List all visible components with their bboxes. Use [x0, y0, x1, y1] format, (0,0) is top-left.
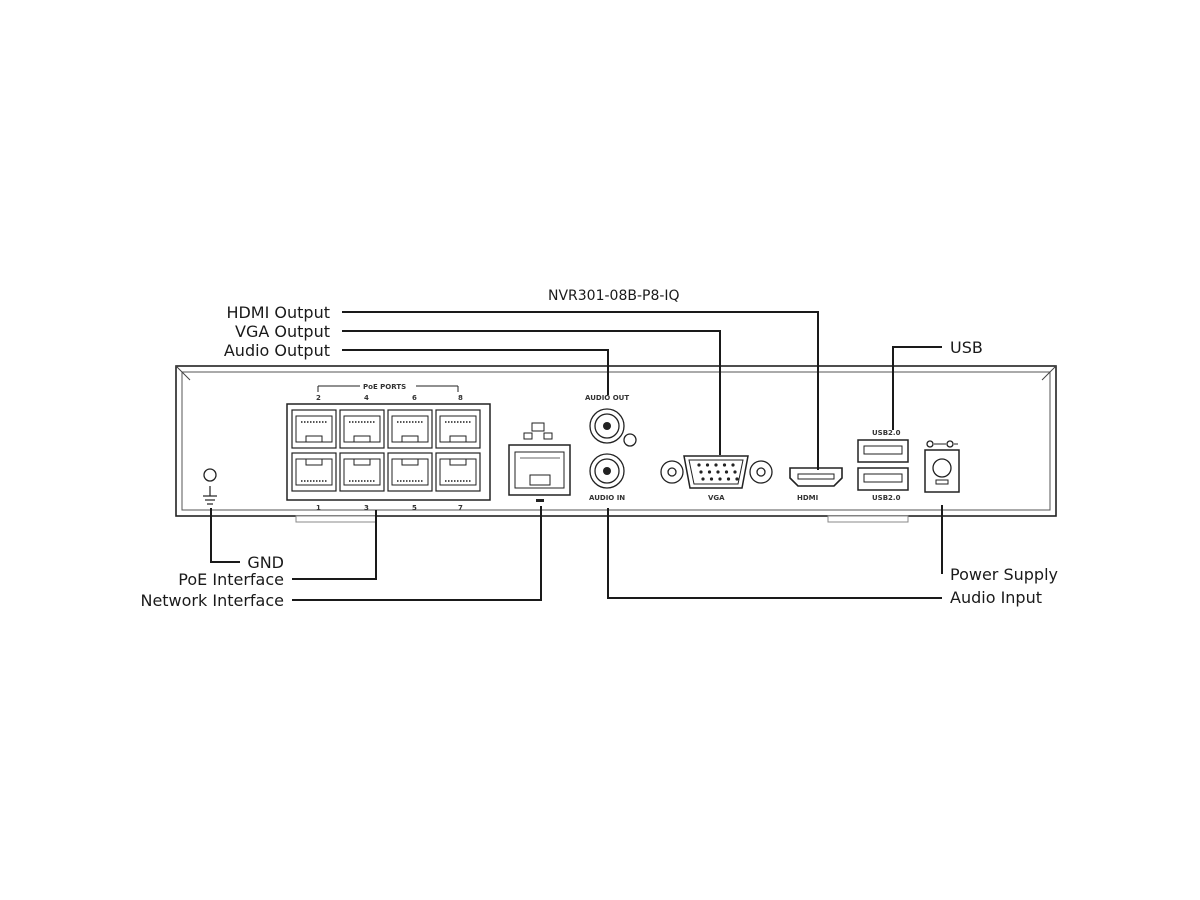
usb-bottom-label: USB2.0 — [872, 494, 901, 502]
network-port — [508, 422, 571, 502]
poe-port-number-7: 7 — [458, 504, 463, 512]
vga-pin — [735, 477, 739, 481]
vga-pin — [716, 470, 720, 474]
poe-port-jack — [291, 452, 337, 492]
poe-port-number-5: 5 — [412, 504, 417, 512]
audio-in-label: AUDIO IN — [589, 494, 625, 502]
callout-usb: USB — [950, 338, 983, 357]
poe-port-number-1: 1 — [316, 504, 321, 512]
callout-audio-output: Audio Output — [224, 341, 330, 360]
poe-port-jack — [435, 409, 481, 449]
vga-pin — [709, 477, 714, 481]
vga-connector: VGA — [660, 455, 773, 502]
poe-port-jack — [339, 452, 385, 492]
vga-pin — [714, 463, 718, 467]
poe-ports-label: PoE PORTS — [363, 383, 406, 391]
vga-pin — [699, 470, 703, 474]
callout-network-interface: Network Interface — [140, 591, 284, 610]
vga-pin — [701, 477, 705, 481]
poe-port-number-6: 6 — [412, 394, 417, 402]
poe-port-jack — [387, 409, 433, 449]
power-jack — [924, 440, 960, 493]
audio-out-label: AUDIO OUT — [585, 394, 629, 402]
vga-pin — [726, 477, 731, 481]
vga-pin — [707, 470, 712, 474]
vga-pin — [722, 463, 727, 467]
callout-leader-lines — [210, 311, 943, 601]
poe-port-jack — [387, 452, 433, 492]
callout-power-supply: Power Supply — [950, 565, 1058, 584]
vga-label: VGA — [708, 494, 725, 502]
vga-pin — [724, 470, 729, 474]
callout-vga-output: VGA Output — [235, 322, 330, 341]
audio-connectors: AUDIO OUT AUDIO IN — [585, 394, 637, 502]
poe-port-number-4: 4 — [364, 394, 369, 402]
vga-pin — [697, 463, 701, 467]
poe-port-jack — [291, 409, 337, 449]
poe-ports-block: PoE PORTS 2 4 6 8 1 3 5 7 — [286, 382, 491, 512]
gnd-terminal — [203, 468, 217, 505]
vga-pin — [705, 463, 710, 467]
usb-ports: USB2.0 USB2.0 — [857, 429, 909, 502]
poe-port-number-2: 2 — [316, 394, 321, 402]
poe-port-jack — [435, 452, 481, 492]
model-name: NVR301-08B-P8-IQ — [548, 288, 680, 304]
vga-pin — [733, 470, 737, 474]
callout-poe-interface: PoE Interface — [178, 570, 284, 589]
vga-pin — [731, 463, 735, 467]
poe-port-number-3: 3 — [364, 504, 369, 512]
vga-pin — [718, 477, 722, 481]
usb-top-label: USB2.0 — [872, 429, 901, 437]
hdmi-connector: HDMI — [789, 467, 843, 502]
hdmi-label: HDMI — [797, 494, 818, 502]
poe-port-number-8: 8 — [458, 394, 463, 402]
callout-hdmi-output: HDMI Output — [226, 303, 330, 322]
callout-audio-input: Audio Input — [950, 588, 1042, 607]
callout-gnd: GND — [247, 553, 284, 572]
poe-port-jack — [339, 409, 385, 449]
